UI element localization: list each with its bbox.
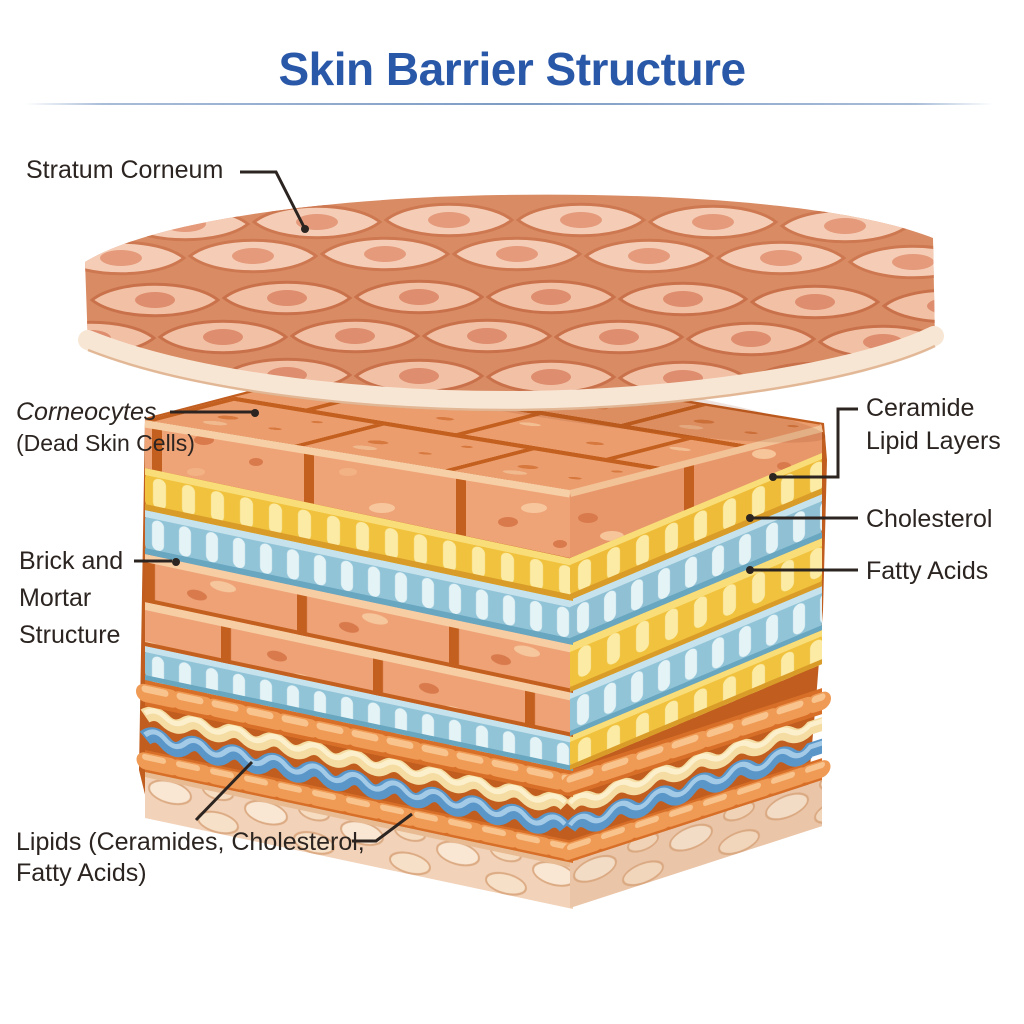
- leader-lipids-right: [352, 812, 413, 843]
- slab-bottom-rim: [78, 326, 944, 412]
- cholesterol-layer: [145, 494, 822, 645]
- ceramide-layer: [145, 452, 822, 601]
- label-fatty-acids: Fatty Acids: [866, 557, 989, 585]
- leader-stratum-corneum: [240, 170, 307, 230]
- corneocyte-brick-band-top: [144, 418, 823, 558]
- label-lipids: Lipids (Ceramides, Cholesterol, Fatty Ac…: [16, 828, 365, 887]
- label-stratum-corneum: Stratum Corneum: [26, 156, 224, 184]
- leader-lines: [134, 170, 858, 843]
- leader-ceramide: [776, 407, 858, 479]
- page-title: Skin Barrier Structure: [278, 43, 746, 95]
- title-divider: [25, 103, 993, 105]
- leader-lipids-left: [194, 760, 254, 822]
- label-brick-mortar: Brick and Mortar Structure: [19, 547, 124, 649]
- stratum-corneum-slab: [78, 194, 944, 412]
- lipid-bilayer-band: [145, 630, 822, 771]
- lipid-wavy-layers: [136, 680, 831, 863]
- label-cholesterol: Cholesterol: [866, 505, 993, 533]
- label-corneocytes: Corneocytes (Dead Skin Cells): [16, 398, 195, 456]
- brick-mortar-cube: [136, 352, 831, 909]
- fatty-acid-layer: [145, 538, 822, 693]
- label-ceramide: Ceramide Lipid Layers: [866, 394, 1001, 455]
- corneocyte-brick-band-lower: [145, 586, 822, 737]
